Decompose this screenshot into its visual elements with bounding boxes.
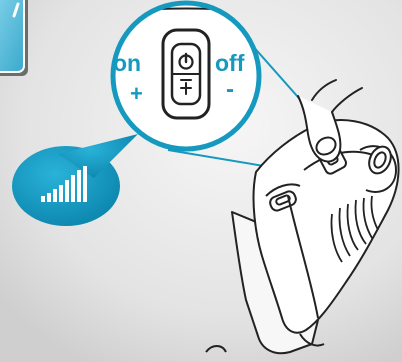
plus-label: + [130, 83, 143, 105]
minus-label: - [226, 78, 234, 102]
power-switch-detail [163, 30, 209, 118]
page-tab-icon [0, 0, 28, 76]
off-label: off [215, 52, 244, 75]
on-label: on [113, 52, 141, 75]
